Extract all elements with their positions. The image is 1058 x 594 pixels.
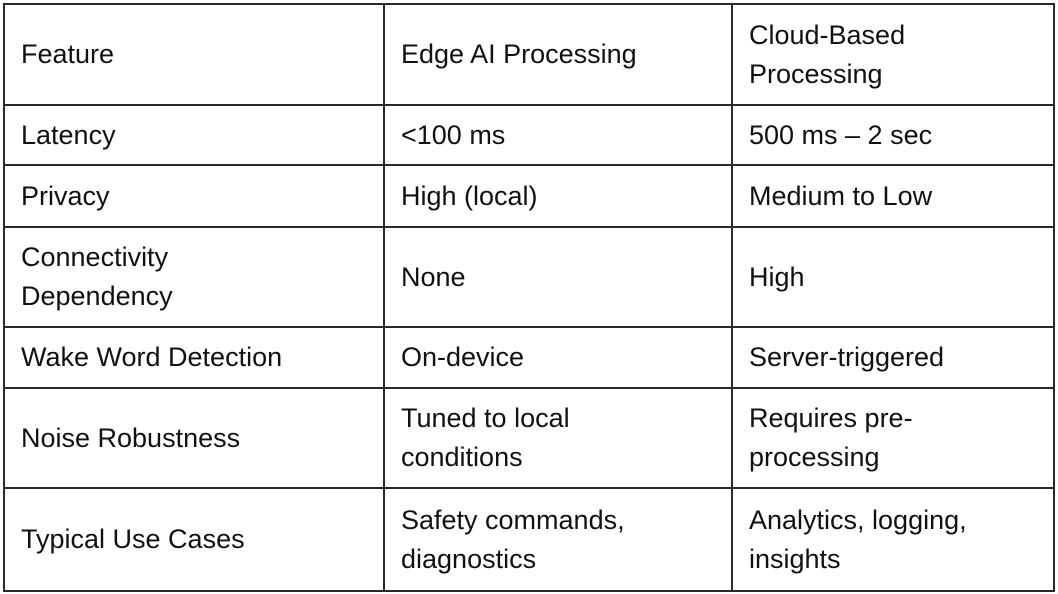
table-cell: Analytics, logging, insights (731, 487, 1055, 592)
header-cell: Cloud-Based Processing (731, 3, 1055, 106)
comparison-table: Feature Edge AI Processing Cloud-Based P… (3, 3, 1055, 592)
table-row: Privacy High (local) Medium to Low (3, 164, 1055, 228)
header-cell: Feature (3, 3, 385, 106)
table-row: Connectivity Dependency None High (3, 226, 1055, 328)
table-cell: Wake Word Detection (3, 326, 385, 389)
header-cell: Edge AI Processing (383, 3, 733, 106)
table-row: Noise Robustness Tuned to local conditio… (3, 387, 1055, 489)
table-cell: Tuned to local conditions (383, 387, 733, 489)
table-cell: Privacy (3, 164, 385, 228)
table-cell: Connectivity Dependency (3, 226, 385, 328)
table-cell: Safety commands, diagnostics (383, 487, 733, 592)
table-cell: Requires pre-processing (731, 387, 1055, 489)
table-cell: Medium to Low (731, 164, 1055, 228)
table-cell: Server-triggered (731, 326, 1055, 389)
table-cell: Typical Use Cases (3, 487, 385, 592)
table-row: Typical Use Cases Safety commands, diagn… (3, 487, 1055, 592)
table-cell: High (731, 226, 1055, 328)
table-cell: High (local) (383, 164, 733, 228)
table-row: Wake Word Detection On-device Server-tri… (3, 326, 1055, 389)
table-cell: On-device (383, 326, 733, 389)
header-row: Feature Edge AI Processing Cloud-Based P… (3, 3, 1055, 106)
table-cell: 500 ms – 2 sec (731, 104, 1055, 166)
table-cell: None (383, 226, 733, 328)
table-cell: <100 ms (383, 104, 733, 166)
table-cell: Latency (3, 104, 385, 166)
table-cell: Noise Robustness (3, 387, 385, 489)
table-row: Latency <100 ms 500 ms – 2 sec (3, 104, 1055, 166)
